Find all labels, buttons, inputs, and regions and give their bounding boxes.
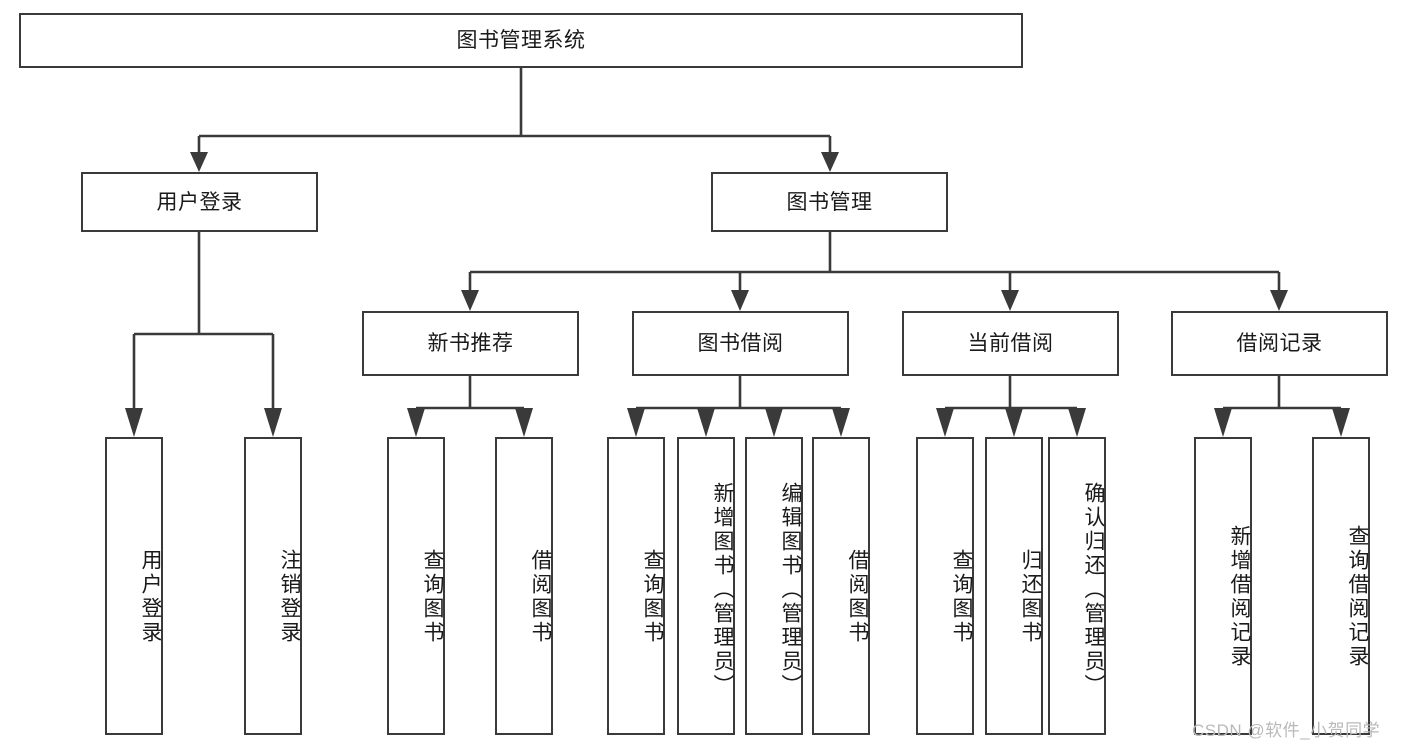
node-leaf-query-book-3-label: 查询图书 <box>950 549 973 645</box>
node-leaf-query-book-2[interactable]: 查询图书 <box>607 437 665 735</box>
arrowhead-book-management <box>821 152 839 172</box>
node-leaf-confirm-return[interactable]: 确认归还（管理员） <box>1048 437 1106 735</box>
node-leaf-add-record-label: 新增借阅记录 <box>1228 525 1251 669</box>
node-root-label: 图书管理系统 <box>456 29 586 52</box>
node-leaf-confirm-return-label: 确认归还（管理员） <box>1082 482 1105 698</box>
node-leaf-borrow-book-2[interactable]: 借阅图书 <box>812 437 870 735</box>
node-leaf-borrow-book-1-label: 借阅图书 <box>529 549 552 645</box>
node-leaf-query-book-1-label: 查询图书 <box>421 549 444 645</box>
node-new-book-recommend[interactable]: 新书推荐 <box>362 311 579 376</box>
arrowhead-leaf-confirm-return <box>1068 408 1086 437</box>
arrowhead-leaf-borrow-book-2 <box>832 408 850 437</box>
arrowhead-new-book-recommend <box>461 290 479 311</box>
node-root[interactable]: 图书管理系统 <box>19 13 1023 68</box>
arrowhead-leaf-add-record <box>1214 408 1232 437</box>
node-current-borrow[interactable]: 当前借阅 <box>902 311 1119 376</box>
node-new-book-recommend-label: 新书推荐 <box>427 332 514 355</box>
node-leaf-borrow-book-2-label: 借阅图书 <box>846 549 869 645</box>
arrowhead-leaf-query-book-1 <box>407 408 425 437</box>
node-borrow-record[interactable]: 借阅记录 <box>1171 311 1388 376</box>
node-book-management[interactable]: 图书管理 <box>711 172 948 232</box>
node-leaf-return-book[interactable]: 归还图书 <box>985 437 1043 735</box>
node-leaf-query-book-1[interactable]: 查询图书 <box>387 437 445 735</box>
node-user-login-label: 用户登录 <box>156 190 243 214</box>
arrowhead-leaf-edit-book <box>765 408 783 437</box>
arrowhead-leaf-add-book <box>697 408 715 437</box>
arrowhead-leaf-query-book-3 <box>936 408 954 437</box>
node-book-borrow[interactable]: 图书借阅 <box>632 311 849 376</box>
arrowhead-leaf-query-book-2 <box>627 408 645 437</box>
node-leaf-edit-book-label: 编辑图书（管理员） <box>779 482 802 698</box>
node-leaf-edit-book[interactable]: 编辑图书（管理员） <box>745 437 803 735</box>
node-leaf-query-record[interactable]: 查询借阅记录 <box>1312 437 1370 735</box>
node-user-login[interactable]: 用户登录 <box>81 172 318 232</box>
node-leaf-logout-label: 注销登录 <box>278 549 301 645</box>
node-leaf-user-login-label: 用户登录 <box>139 549 162 645</box>
node-leaf-query-book-3[interactable]: 查询图书 <box>916 437 974 735</box>
node-leaf-borrow-book-1[interactable]: 借阅图书 <box>495 437 553 735</box>
arrowhead-borrow-record <box>1270 290 1288 311</box>
node-leaf-add-book[interactable]: 新增图书（管理员） <box>677 437 735 735</box>
node-leaf-return-book-label: 归还图书 <box>1019 549 1042 645</box>
arrowhead-leaf-borrow-book-1 <box>515 408 533 437</box>
node-current-borrow-label: 当前借阅 <box>967 332 1054 355</box>
node-borrow-record-label: 借阅记录 <box>1236 332 1323 355</box>
node-leaf-query-book-2-label: 查询图书 <box>641 549 664 645</box>
arrowhead-leaf-return-book <box>1005 408 1023 437</box>
arrowhead-leaf-user-login <box>125 408 143 437</box>
node-book-borrow-label: 图书借阅 <box>697 332 784 355</box>
node-book-management-label: 图书管理 <box>786 190 873 214</box>
node-leaf-add-record[interactable]: 新增借阅记录 <box>1194 437 1252 735</box>
arrowhead-current-borrow <box>1001 290 1019 311</box>
node-leaf-query-record-label: 查询借阅记录 <box>1346 525 1369 669</box>
csdn-watermark: CSDN @软件_小贺同学 <box>1192 721 1381 740</box>
arrowhead-book-borrow <box>731 290 749 311</box>
arrowhead-leaf-query-record <box>1332 408 1350 437</box>
node-leaf-user-login[interactable]: 用户登录 <box>105 437 163 735</box>
arrowhead-leaf-logout <box>264 408 282 437</box>
node-leaf-logout[interactable]: 注销登录 <box>244 437 302 735</box>
node-leaf-add-book-label: 新增图书（管理员） <box>711 482 734 698</box>
arrowhead-user-login <box>190 152 208 172</box>
